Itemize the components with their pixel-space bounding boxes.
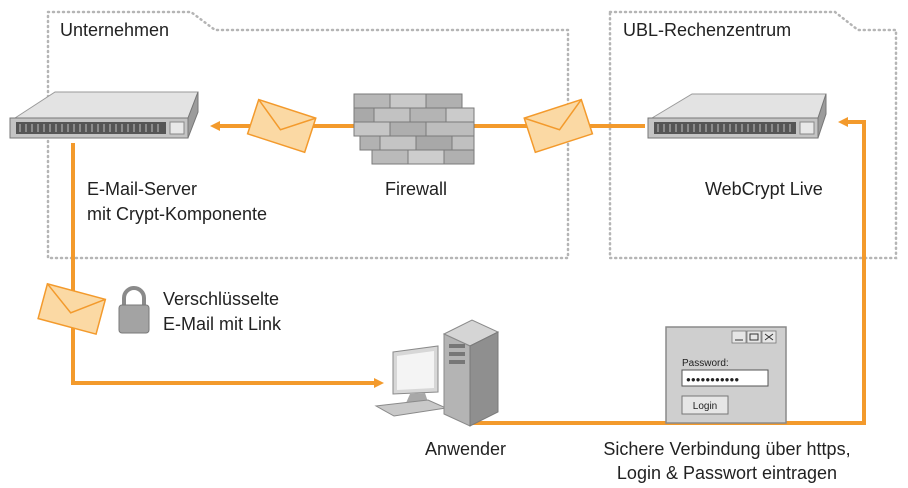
mail-server-label-line1: E-Mail-Server [87,179,197,199]
envelope-icon-encrypted [37,282,107,336]
arrow-mail-to-user [71,143,384,388]
firewall-icon [353,93,475,165]
zone-datacenter-label: UBL-Rechenzentrum [623,20,791,40]
webcrypt-label: WebCrypt Live [705,179,823,199]
secure-connection-label-line2: Login & Passwort eintragen [617,463,837,483]
lock-icon [118,286,150,334]
password-mask: ●●●●●●●●●●● [686,375,739,384]
login-button-label: Login [693,401,717,412]
zone-company-label: Unternehmen [60,20,169,40]
mail-server-icon [9,91,199,139]
encrypted-mail-label-line1: Verschlüsselte [163,289,279,309]
firewall-label: Firewall [385,179,447,199]
encrypted-mail-label-line2: E-Mail mit Link [163,314,282,334]
zone-datacenter [608,10,898,260]
password-field[interactable] [681,369,769,387]
mail-server-label-line2: mit Crypt-Komponente [87,204,267,224]
webcrypt-server-icon [647,93,827,139]
user-computer-icon [374,319,500,427]
envelope-icon-right [523,98,594,154]
secure-connection-label-line1: Sichere Verbindung über https, [603,439,850,459]
login-dialog: Password: ●●●●●●●●●●● Login [665,326,787,424]
envelope-icon-left [246,98,317,154]
login-button[interactable] [681,395,729,415]
password-label: Password: [682,358,729,369]
user-label: Anwender [425,439,506,459]
zone-company [46,10,570,260]
